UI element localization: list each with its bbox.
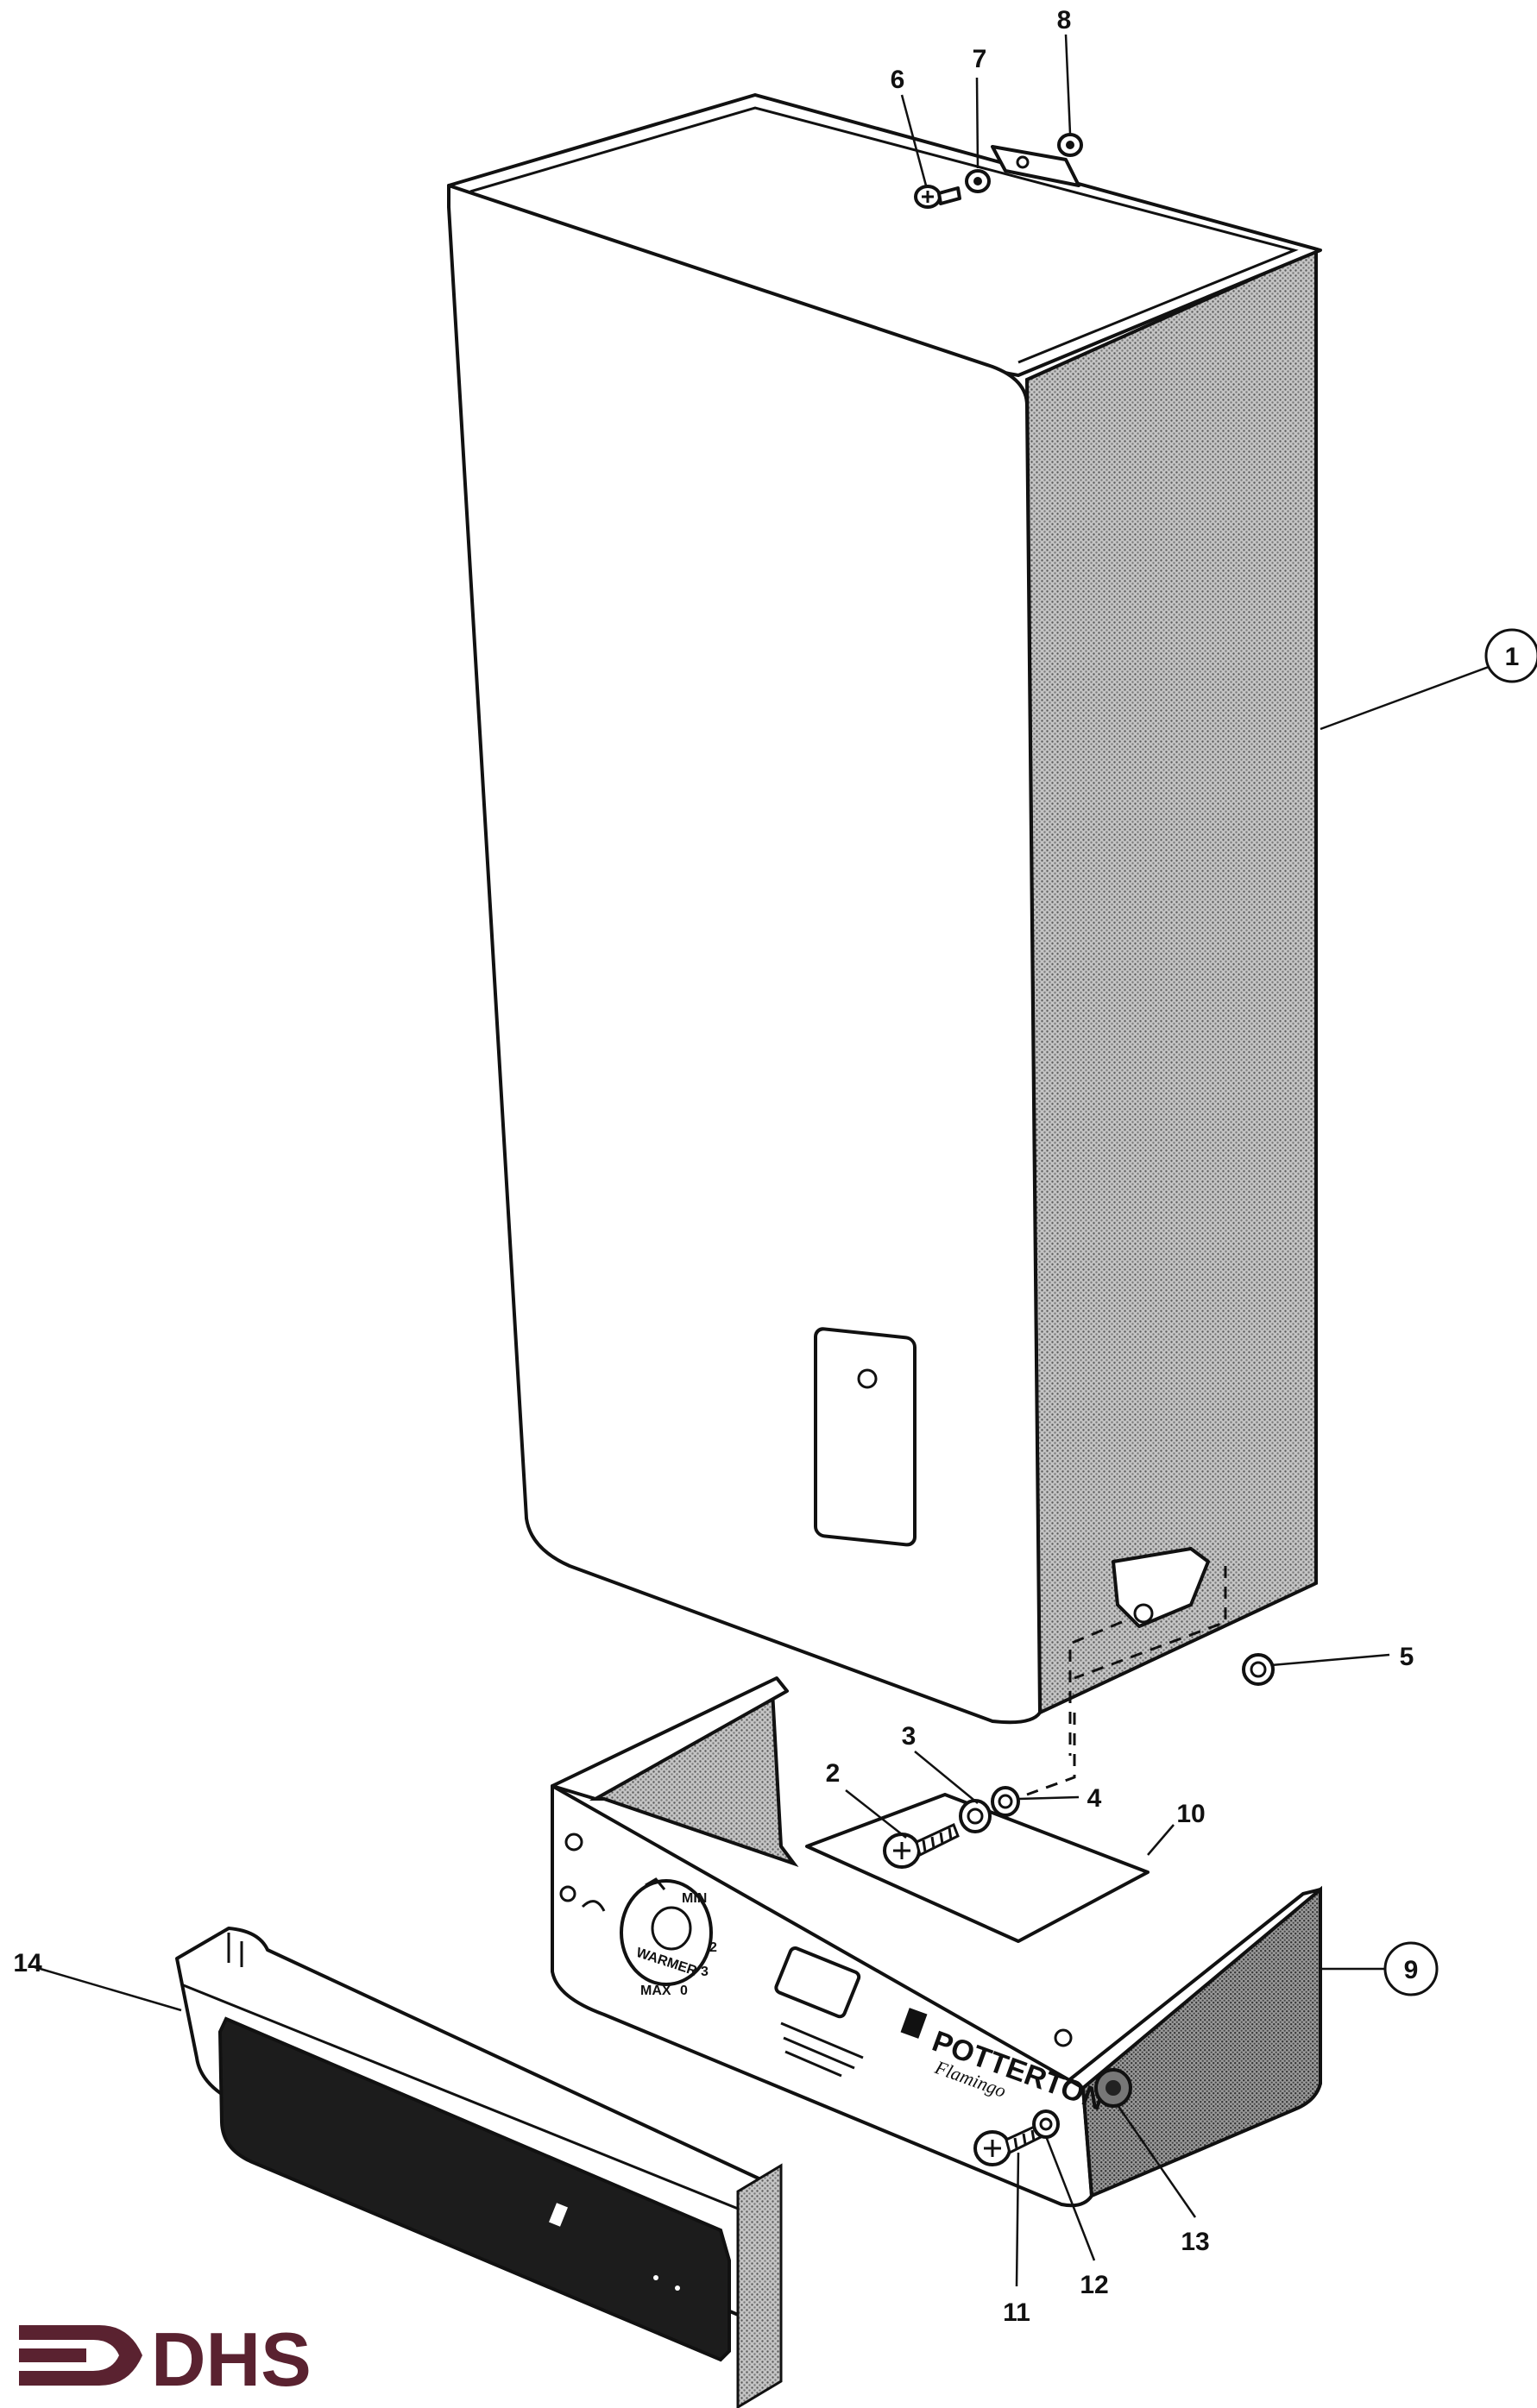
- casing-side-panel: [1024, 247, 1318, 1716]
- brand-logo-icon: [900, 2008, 928, 2039]
- dhs-arrow-icon: [19, 2325, 142, 2386]
- screw-2-icon: [883, 1822, 960, 1869]
- callout-11: 11: [1003, 2298, 1030, 2327]
- thermostat-dial[interactable]: MIN WARMER 2 3 MAX 0: [620, 1877, 717, 1998]
- control-box-end-panel: [1080, 1885, 1322, 2198]
- dial-num-3: 3: [701, 1965, 709, 1979]
- window-screw-icon: [857, 1368, 878, 1389]
- callout-3: 3: [902, 1722, 917, 1751]
- bezel-end-shaded: [736, 2163, 783, 2408]
- callout-5: 5: [1400, 1643, 1414, 1671]
- leader-lines: [34, 34, 1520, 2287]
- callout-4: 4: [1087, 1784, 1102, 1813]
- callout-1-circle: [1484, 628, 1537, 683]
- callout-6: 6: [891, 66, 905, 94]
- washer-3-icon: [959, 1799, 992, 1833]
- washer-12-icon: [1032, 2109, 1060, 2139]
- washer-7-icon: [965, 169, 991, 193]
- indicator-window: [774, 1946, 861, 2019]
- front-hole-icon: [564, 1833, 583, 1852]
- callout-14: 14: [13, 1949, 42, 1977]
- washer-4-icon: [991, 1786, 1020, 1817]
- callout-9: 9: [1404, 1956, 1419, 1984]
- callout-13: 13: [1181, 2228, 1209, 2256]
- inspection-window: [814, 1327, 917, 1547]
- callout-10: 10: [1176, 1800, 1205, 1828]
- front-bezel-part-14: [175, 1927, 783, 2408]
- dial-num-2: 2: [709, 1940, 717, 1955]
- bezel-dark-window: [217, 2016, 731, 2362]
- callout-7: 7: [973, 45, 987, 73]
- dhs-logo: DHS: [19, 2317, 312, 2402]
- callouts: 1 2 3 4 5 6 7 8 9 10 11 12 13 14: [13, 6, 1537, 2327]
- dial-min-label: MIN: [682, 1891, 707, 1906]
- callout-1: 1: [1505, 643, 1520, 671]
- control-box-part-9: MIN WARMER 2 3 MAX 0 POTTERTON Flamingo: [551, 1676, 1322, 2208]
- callout-9-circle: [1383, 1941, 1439, 1996]
- dial-num-0: 0: [680, 1984, 688, 1998]
- dhs-logo-text: DHS: [151, 2317, 312, 2402]
- grommet-13-icon: [1094, 2068, 1132, 2108]
- front-hole-icon: [1054, 2028, 1073, 2047]
- callout-8: 8: [1057, 6, 1072, 35]
- callout-2: 2: [826, 1759, 841, 1788]
- screw-6-icon: [914, 185, 961, 209]
- casing-part-1: [447, 93, 1322, 1796]
- top-fixings: [914, 133, 1083, 209]
- callout-12: 12: [1080, 2271, 1108, 2299]
- bezel-badge-icon: [549, 2203, 568, 2227]
- bracket-8-icon: [991, 133, 1083, 187]
- washer-5-icon: [1242, 1653, 1275, 1686]
- front-hole-icon: [559, 1885, 576, 1902]
- base-plate-part-10: [805, 1793, 1150, 1943]
- dial-max-label: MAX: [640, 1984, 671, 1998]
- casing-front: [447, 184, 1042, 1725]
